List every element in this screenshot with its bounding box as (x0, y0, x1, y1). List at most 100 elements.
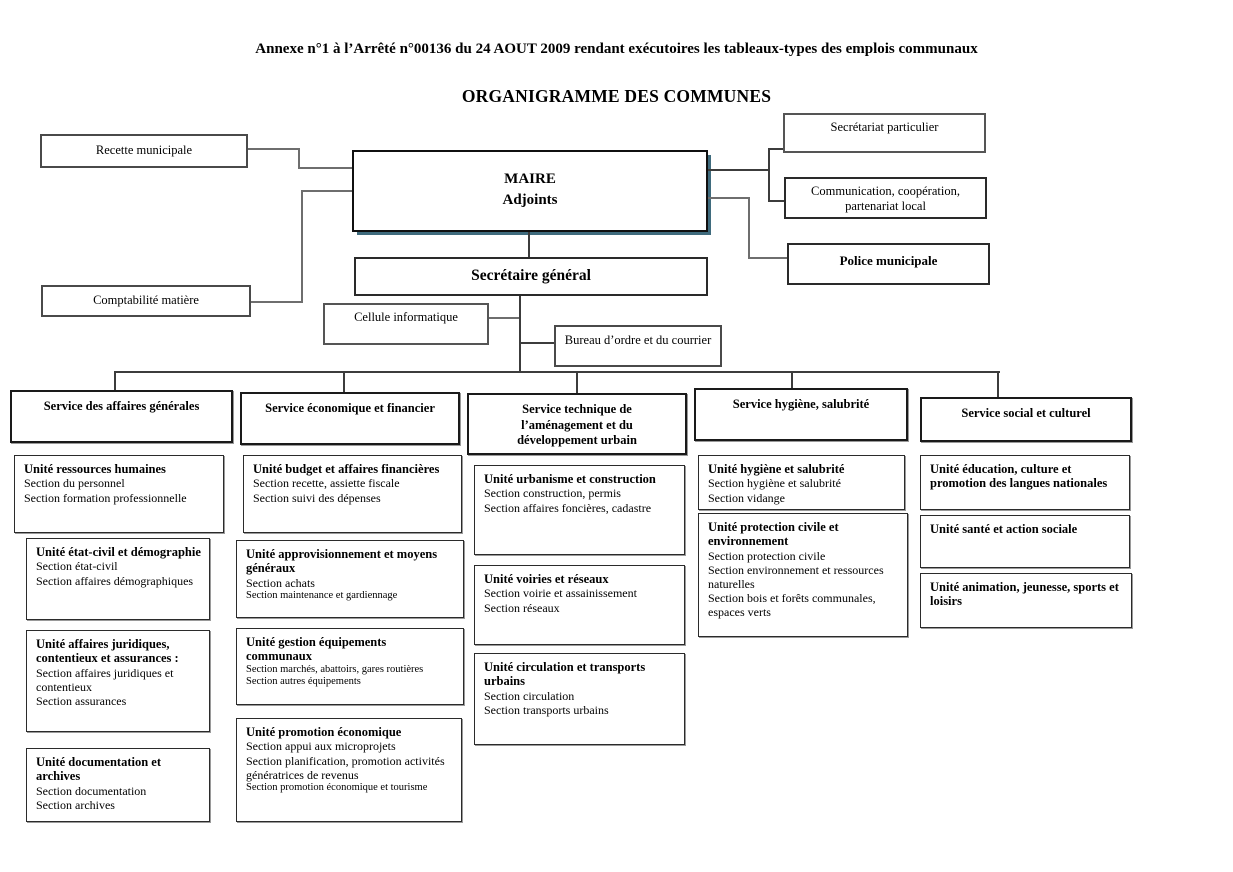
unit-title: Unité gestion équipements communaux (246, 635, 387, 664)
connector-line (997, 371, 999, 397)
unit-section: Section appui aux microprojets (246, 739, 396, 754)
police-municipale-label: Police municipale (839, 253, 938, 268)
comptabilite-matiere-label: Comptabilité matière (93, 293, 199, 307)
unit-title: Unité protection civile et environnement (708, 520, 839, 549)
unit-title: Unité état-civil et démographie (36, 545, 201, 559)
connector-line (298, 167, 352, 169)
maire-box: MAIRE Adjoints (352, 150, 708, 232)
bureau-ordre-box: Bureau d’ordre et du courrier (554, 325, 722, 367)
connector-line (576, 371, 578, 393)
unit-documentation-archives-box: Unité documentation et archives Section … (26, 748, 210, 822)
unit-title: Unité documentation et archives (36, 755, 161, 784)
unit-affaires-juridiques-box: Unité affaires juridiques, contentieux e… (26, 630, 210, 732)
service-hygiene-salubrite-box: Service hygiène, salubrité (694, 388, 908, 441)
org-chart-title: ORGANIGRAMME DES COMMUNES (461, 86, 772, 106)
unit-gestion-equipements-box: Unité gestion équipements communaux Sect… (236, 628, 464, 705)
unit-approvisionnement-box: Unité approvisionnement et moyens généra… (236, 540, 464, 618)
unit-section: Section suivi des dépenses (253, 490, 381, 505)
unit-promotion-economique-box: Unité promotion économique Section appui… (236, 718, 462, 822)
connector-line (114, 371, 116, 390)
unit-animation-jeunesse-box: Unité animation, jeunesse, sports et loi… (920, 573, 1132, 628)
police-municipale-box: Police municipale (787, 243, 990, 285)
connector-line (791, 371, 793, 388)
unit-section: Section marchés, abattoirs, gares routiè… (246, 663, 424, 675)
unit-section: Section réseaux (484, 600, 560, 615)
unit-section: Section affaires foncières, cadastre (484, 500, 652, 515)
unit-sante-action-sociale-box: Unité santé et action sociale (920, 515, 1130, 568)
unit-section: Section voirie et assainissement (484, 586, 637, 601)
unit-etat-civil-box: Unité état-civil et démographie Section … (26, 538, 210, 620)
connector-line (768, 200, 784, 202)
recette-municipale-box: Recette municipale (40, 134, 248, 168)
unit-section: Section planification, promotion activit… (246, 753, 445, 782)
unit-title: Unité circulation et transports urbains (484, 660, 646, 689)
service-social-culturel-box: Service social et culturel (920, 397, 1132, 442)
unit-title: Unité approvisionnement et moyens généra… (246, 547, 438, 576)
unit-ressources-humaines-box: Unité ressources humaines Section du per… (14, 455, 224, 533)
unit-section: Section archives (36, 797, 115, 812)
connector-line (298, 148, 300, 169)
connector-line (768, 148, 783, 150)
service-label: Service économique et financier (265, 401, 435, 415)
unit-section: Section état-civil (36, 559, 118, 574)
service-affaires-generales-box: Service des affaires générales (10, 390, 233, 443)
unit-section: Section vidange (708, 490, 785, 505)
connector-line (489, 317, 519, 319)
cellule-informatique-box: Cellule informatique (323, 303, 489, 345)
communication-box: Communication, coopération, partenariat … (784, 177, 987, 219)
unit-section: Section circulation (484, 688, 575, 703)
unit-protection-civile-box: Unité protection civile et environnement… (698, 513, 908, 637)
unit-section: Section protection civile (708, 548, 826, 563)
distribution-line (114, 371, 1000, 373)
service-label: Service technique de l’aménagement et du… (517, 402, 637, 448)
unit-title: Unité promotion économique (246, 725, 402, 739)
unit-section: Section hygiène et salubrité (708, 476, 841, 491)
connector-line (528, 232, 530, 257)
unit-section: Section autres équipements (246, 676, 361, 688)
unit-voiries-reseaux-box: Unité voiries et réseaux Section voirie … (474, 565, 685, 645)
service-technique-box: Service technique de l’aménagement et du… (467, 393, 687, 455)
secretaire-general-label: Secrétaire général (471, 267, 591, 284)
service-label: Service social et culturel (961, 406, 1091, 420)
recette-municipale-label: Recette municipale (95, 143, 193, 157)
connector-line (301, 190, 303, 303)
secretariat-particulier-box: Secrétariat particulier (783, 113, 986, 153)
connector-line (519, 342, 554, 344)
unit-section: Section documentation (36, 783, 147, 798)
unit-education-culture-box: Unité éducation, culture et promotion de… (920, 455, 1130, 510)
unit-section: Section bois et forêts communales, espac… (708, 591, 876, 620)
service-economique-financier-box: Service économique et financier (240, 392, 460, 445)
connector-line (519, 296, 521, 373)
unit-section: Section achats (246, 575, 315, 590)
unit-section: Section affaires juridiques et contentie… (36, 665, 174, 694)
unit-title: Unité santé et action sociale (930, 522, 1078, 536)
unit-title: Unité éducation, culture et promotion de… (930, 462, 1108, 491)
connector-line (343, 371, 345, 392)
unit-title: Unité voiries et réseaux (484, 572, 609, 586)
connector-line (251, 301, 303, 303)
unit-hygiene-salubrite-box: Unité hygiène et salubrité Section hygiè… (698, 455, 905, 510)
unit-title: Unité urbanisme et construction (484, 472, 656, 486)
annex-title: Annexe n°1 à l’Arrêté n°00136 du 24 AOUT… (255, 41, 978, 57)
connector-line (748, 197, 750, 259)
secretaire-general-box: Secrétaire général (354, 257, 708, 296)
unit-budget-box: Unité budget et affaires financières Sec… (243, 455, 462, 533)
comptabilite-matiere-box: Comptabilité matière (41, 285, 251, 317)
communication-label-line2: partenariat local (845, 199, 926, 213)
connector-line (708, 169, 770, 171)
adjoints-label: Adjoints (502, 192, 558, 208)
service-label: Service des affaires générales (43, 399, 200, 413)
unit-section: Section recette, assiette fiscale (253, 476, 400, 491)
maire-label: MAIRE (504, 171, 556, 187)
unit-section: Section construction, permis (484, 486, 621, 501)
unit-section: Section affaires démographiques (36, 573, 194, 588)
secretariat-particulier-label: Secrétariat particulier (830, 120, 939, 134)
unit-section: Section environnement et ressources natu… (708, 562, 884, 592)
connector-line (768, 148, 770, 202)
unit-title: Unité affaires juridiques, contentieux e… (36, 637, 179, 666)
communication-label-line1: Communication, coopération, (811, 184, 960, 198)
unit-title: Unité animation, jeunesse, sports et loi… (930, 580, 1119, 609)
unit-section: Section du personnel (24, 476, 125, 491)
unit-title: Unité budget et affaires financières (253, 462, 440, 476)
